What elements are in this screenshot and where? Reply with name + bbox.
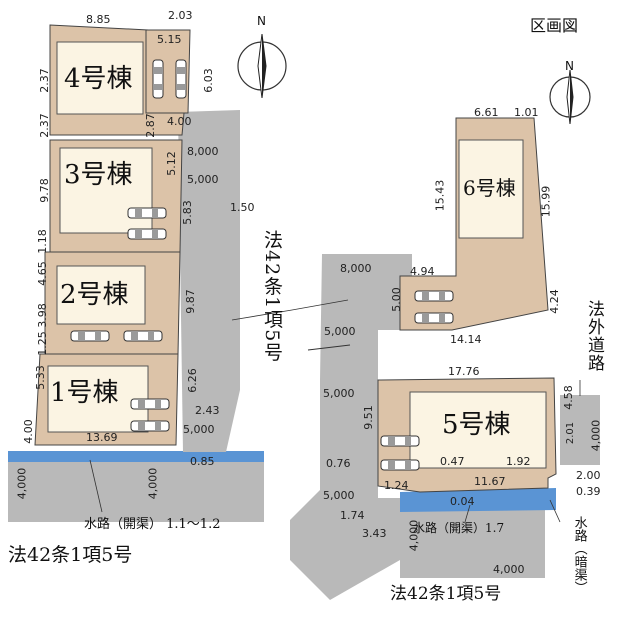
- lot-2-label: 2号棟: [60, 280, 129, 310]
- dim: 9.78: [37, 178, 51, 203]
- dim: 4,000: [146, 467, 160, 500]
- dim: 14.14: [450, 333, 482, 346]
- dim: 5,000: [187, 173, 219, 186]
- dim: 1.50: [230, 201, 255, 214]
- dim: 5.15: [157, 33, 182, 46]
- dim: 2.37: [37, 113, 51, 138]
- dim: 5,000: [183, 423, 215, 436]
- dim: 2.37: [37, 68, 51, 93]
- lot-4-label: 4号棟: [64, 64, 133, 94]
- plan-title: 区画図: [530, 16, 579, 35]
- lot-3-label: 3号棟: [64, 160, 133, 190]
- lot-1-label: 1号棟: [50, 378, 119, 408]
- road-outside: [560, 395, 600, 465]
- dim: 1.74: [340, 509, 365, 522]
- waterway-culvert-label: 水路（暗渠）: [571, 516, 587, 594]
- dim: 0.85: [190, 455, 215, 468]
- dim: 8,000: [340, 262, 372, 275]
- dim: 5.12: [164, 151, 178, 176]
- law-road-left-label: 法42条1項5号: [8, 544, 133, 566]
- dim: 0.47: [440, 455, 465, 468]
- building-5: [409, 391, 547, 469]
- dim: 2.01: [565, 421, 577, 445]
- waterway-left: [8, 451, 264, 462]
- building-4: [56, 41, 144, 115]
- dim: 6.61: [474, 106, 499, 119]
- road-vertical-left: [178, 110, 240, 452]
- dim: 1.25: [35, 331, 49, 356]
- dim: 3.43: [362, 527, 387, 540]
- dim: 0.04: [450, 495, 475, 508]
- dim: 4,000: [493, 563, 525, 576]
- dim: 2.43: [195, 404, 220, 417]
- north-arrow-left-icon: [237, 33, 287, 99]
- building-3: [59, 147, 153, 234]
- dim: 5,000: [323, 489, 355, 502]
- dim: 5,000: [323, 387, 355, 400]
- dim: 4.58: [561, 385, 575, 410]
- north-arrow-right-icon: [549, 69, 591, 125]
- building-6: [458, 139, 524, 239]
- dim: 6.03: [201, 68, 215, 93]
- law-road-right-label: 法42条1項5号: [390, 584, 502, 604]
- dim: 11.67: [474, 475, 506, 488]
- dim: 0.39: [576, 485, 601, 498]
- waterway-right-label: 水路（開渠）1.7: [413, 521, 505, 535]
- law-road-vertical-label: 法42条1項5号: [261, 230, 283, 363]
- dim: 5.00: [389, 287, 403, 312]
- dim: 4.00: [167, 115, 192, 128]
- road-right-lower: [290, 380, 400, 600]
- outside-road-label: 法外道路: [584, 300, 604, 372]
- building-2: [56, 265, 146, 325]
- dim: 4,000: [589, 419, 603, 452]
- dim: 9.51: [361, 405, 375, 430]
- dim: 0.76: [326, 457, 351, 470]
- dim: 1.18: [35, 229, 49, 254]
- dim: 8,000: [187, 145, 219, 158]
- dim: 1.24: [384, 479, 409, 492]
- north-label-left: N: [257, 14, 266, 28]
- dim: 2.87: [143, 113, 157, 138]
- waterway-left-label: 水路（開渠） 1.1～1.2: [84, 517, 221, 532]
- dim: 4.94: [410, 265, 435, 278]
- dim: 9.87: [183, 289, 197, 314]
- dim: 4.24: [547, 289, 561, 314]
- dim: 2.00: [576, 469, 601, 482]
- dim: 8.85: [86, 13, 111, 26]
- lot-5-label: 5号棟: [442, 410, 511, 440]
- dim: 5.83: [180, 200, 194, 225]
- dim: 4.65: [35, 261, 49, 286]
- dim: 2.03: [168, 9, 193, 22]
- road-right-main: [320, 254, 412, 380]
- lot-6-label: 6号棟: [463, 176, 516, 200]
- dim: 5,000: [324, 325, 356, 338]
- dim: 3.98: [35, 303, 49, 328]
- dim: 15.99: [539, 185, 553, 218]
- road-right-bottom: [400, 510, 545, 578]
- dim: 15.43: [433, 179, 447, 212]
- dim: 17.76: [448, 365, 480, 378]
- dim: 6.26: [185, 368, 199, 393]
- dim: 1.01: [514, 106, 539, 119]
- road-bottom-left: [8, 462, 264, 522]
- building-1: [47, 365, 149, 433]
- waterway-right: [400, 488, 556, 512]
- north-label-right: N: [565, 59, 574, 73]
- dim: 4,000: [15, 467, 29, 500]
- dim: 13.69: [86, 431, 118, 444]
- dim: 1.92: [506, 455, 531, 468]
- dim: 5.33: [33, 365, 47, 390]
- dim: 4.00: [21, 419, 35, 444]
